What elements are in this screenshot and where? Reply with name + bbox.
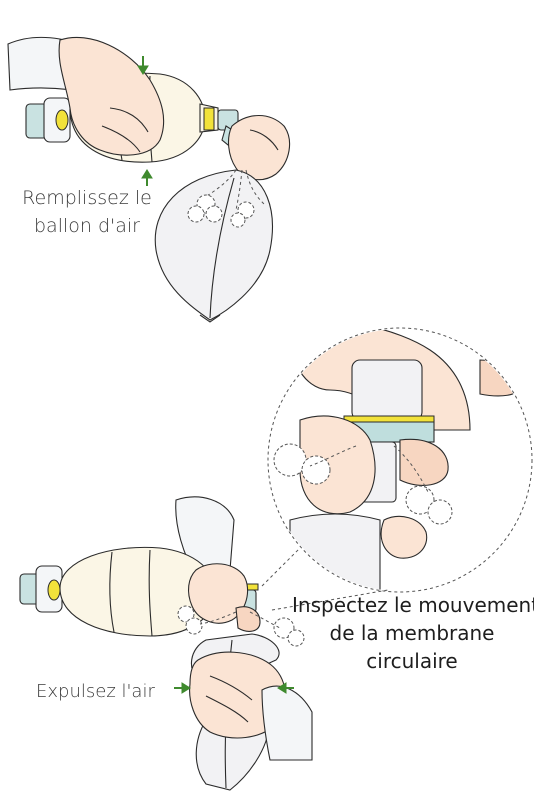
- inspect-label-line2: de la membrane: [292, 619, 532, 647]
- fill-bag-label: Remplissez le ballon d'air: [12, 184, 162, 240]
- inspect-label-line3: circulaire: [292, 647, 532, 675]
- fill-bag-label-line2: ballon d'air: [12, 212, 162, 240]
- top-scene: [8, 37, 290, 322]
- inspect-label-line1: Inspectez le mouvement: [292, 591, 532, 619]
- bottom-intake-valve: [20, 566, 62, 612]
- top-intake-valve: [26, 98, 70, 142]
- expel-air-label: Expulsez l'air: [36, 680, 155, 704]
- inspect-membrane-label: Inspectez le mouvement de la membrane ci…: [292, 591, 532, 675]
- magnifier: [262, 322, 532, 610]
- bottom-scene: [20, 497, 312, 790]
- fill-bag-label-line1: Remplissez le: [12, 184, 162, 212]
- top-squeeze-hand: [59, 37, 164, 155]
